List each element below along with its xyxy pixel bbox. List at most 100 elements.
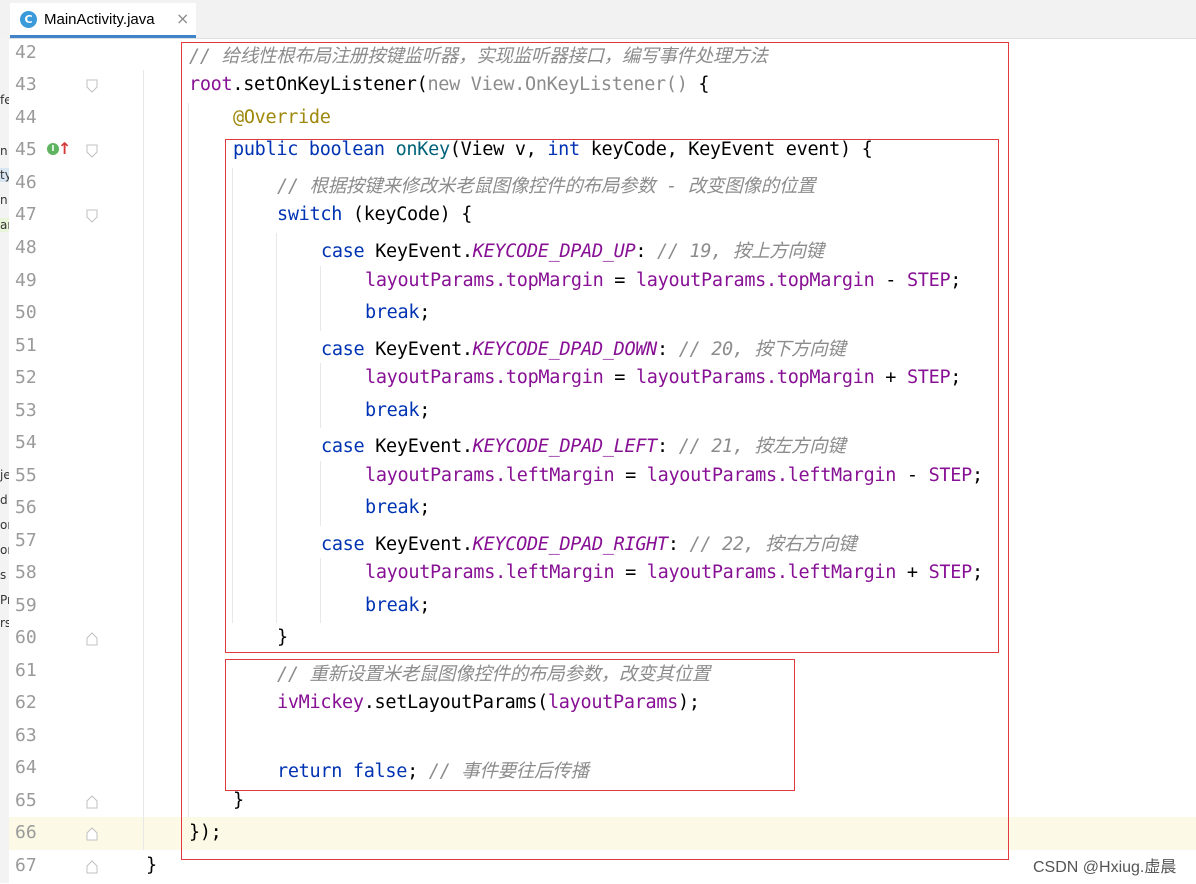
line-number: 47: [15, 204, 37, 225]
code-token: );: [678, 692, 700, 713]
strip-text: n: [0, 144, 8, 158]
identifier: layoutParams: [646, 562, 777, 583]
code-token: ;: [950, 367, 962, 388]
code-line: 43 root.setOnKeyListener(new View.OnKeyL…: [0, 70, 1196, 103]
code-line: 52 layoutParams.topMargin = layoutParams…: [0, 363, 1196, 396]
code-text: case KeyEvent.KEYCODE_DPAD_DOWN: // 20, …: [321, 335, 846, 361]
strip-text: n: [0, 193, 8, 207]
keyword: boolean: [308, 139, 385, 160]
code-token: =: [614, 562, 647, 583]
code-text: @Override: [233, 107, 331, 128]
code-token: {: [698, 74, 710, 95]
line-number: 61: [15, 660, 37, 681]
code-token: +: [874, 367, 907, 388]
keyword: case: [321, 339, 365, 360]
highlight-box-set-params: [225, 659, 795, 791]
line-number: 52: [15, 367, 37, 388]
arrow-up-icon[interactable]: ↑: [58, 139, 72, 158]
code-text: break;: [365, 497, 430, 518]
close-icon[interactable]: ×: [176, 9, 190, 28]
code-line: 65 }: [0, 786, 1196, 819]
keyword: false: [352, 761, 408, 782]
code-text: case KeyEvent.KEYCODE_DPAD_UP: // 19, 按上…: [321, 237, 824, 263]
identifier: root: [189, 74, 233, 95]
strip-text: or: [0, 543, 9, 557]
code-text: // 根据按键来修改米老鼠图像控件的布局参数 - 改变图像的位置: [277, 172, 816, 198]
identifier: .leftMargin: [776, 562, 897, 583]
code-token: KeyEvent.: [364, 339, 473, 360]
line-number: 46: [15, 172, 37, 193]
strip-text: fe: [0, 93, 9, 107]
code-token: keyCode, KeyEvent event) {: [579, 139, 873, 160]
code-token: KeyEvent.: [364, 241, 473, 262]
comment: // 事件要往后传播: [428, 761, 589, 782]
code-token: =: [603, 367, 636, 388]
keyword: public: [233, 139, 299, 160]
identifier: ivMickey: [277, 692, 364, 713]
code-line: 61 // 重新设置米老鼠图像控件的布局参数，改变其位置: [0, 656, 1196, 689]
indent-guide: [320, 266, 321, 331]
constant: STEP: [906, 367, 951, 388]
line-number: 44: [15, 107, 37, 128]
strip-text: d: [0, 493, 8, 507]
identifier: layoutParams: [365, 270, 496, 291]
line-number: 49: [15, 270, 37, 291]
code-line: 54 case KeyEvent.KEYCODE_DPAD_LEFT: // 2…: [0, 428, 1196, 461]
comment: // 20, 按下方向键: [678, 339, 846, 360]
project-panel-edge: fe n ty n ar je d or or s Pr rs: [0, 38, 9, 883]
keyword: case: [321, 436, 365, 457]
keyword: break: [365, 497, 420, 518]
highlight-box-listener: [181, 42, 1009, 860]
code-text: }: [146, 855, 157, 876]
keyword: break: [365, 400, 420, 421]
line-number: 55: [15, 465, 37, 486]
indent-guide: [143, 70, 144, 850]
fold-marker-icon[interactable]: [86, 632, 98, 646]
fold-marker-icon[interactable]: [86, 795, 98, 809]
fold-marker-icon[interactable]: [86, 860, 98, 874]
implementation-icon[interactable]: I: [47, 143, 59, 155]
keyword: switch: [277, 204, 343, 225]
line-number: 50: [15, 302, 37, 323]
comment: // 给线性根布局注册按键监听器，实现监听器接口，编写事件处理方法: [189, 46, 768, 67]
indent-guide: [320, 461, 321, 526]
code-token: KeyEvent.: [364, 534, 473, 555]
keyword: break: [365, 302, 420, 323]
line-number: 63: [15, 725, 37, 746]
code-token: ;: [419, 497, 431, 518]
code-text: layoutParams.topMargin = layoutParams.to…: [365, 367, 961, 388]
tab-main-activity[interactable]: C MainActivity.java ×: [10, 3, 196, 38]
fold-marker-icon[interactable]: [86, 827, 98, 841]
code-text: break;: [365, 595, 430, 616]
line-number: 51: [15, 335, 37, 356]
line-number: 57: [15, 530, 37, 551]
identifier: .leftMargin: [495, 465, 615, 486]
code-line: 63: [0, 721, 1196, 754]
code-line: 66 });: [0, 818, 1196, 851]
code-token: new View.OnKeyListener(): [427, 74, 699, 95]
code-text: // 给线性根布局注册按键监听器，实现监听器接口，编写事件处理方法: [189, 42, 768, 68]
code-line: 60 }: [0, 623, 1196, 656]
code-text: }: [277, 627, 288, 648]
fold-marker-icon[interactable]: [86, 79, 98, 93]
comment: // 22, 按右方向键: [689, 534, 857, 555]
code-token: .setOnKeyListener(: [232, 74, 428, 95]
highlight-box-onkey: [225, 139, 999, 653]
comment: // 重新设置米老鼠图像控件的布局参数，改变其位置: [277, 664, 710, 685]
code-line: 59 break;: [0, 591, 1196, 624]
line-number: 58: [15, 562, 37, 583]
fold-marker-icon[interactable]: [86, 209, 98, 223]
identifier: .topMargin: [495, 367, 604, 388]
strip-text: ar: [0, 218, 9, 232]
code-line: 55 layoutParams.leftMargin = layoutParam…: [0, 461, 1196, 494]
code-token: ;: [971, 562, 983, 583]
code-token: (View v,: [449, 139, 548, 160]
fold-marker-icon[interactable]: [86, 144, 98, 158]
indent-guide: [320, 558, 321, 623]
constant: KEYCODE_DPAD_UP: [472, 241, 636, 262]
code-text: root.setOnKeyListener(new View.OnKeyList…: [189, 74, 710, 95]
code-text: break;: [365, 302, 430, 323]
code-line: 45 I ↑ public boolean onKey(View v, int …: [0, 135, 1196, 168]
code-text: ivMickey.setLayoutParams(layoutParams);: [277, 692, 700, 713]
code-line: 44 @Override: [0, 103, 1196, 136]
